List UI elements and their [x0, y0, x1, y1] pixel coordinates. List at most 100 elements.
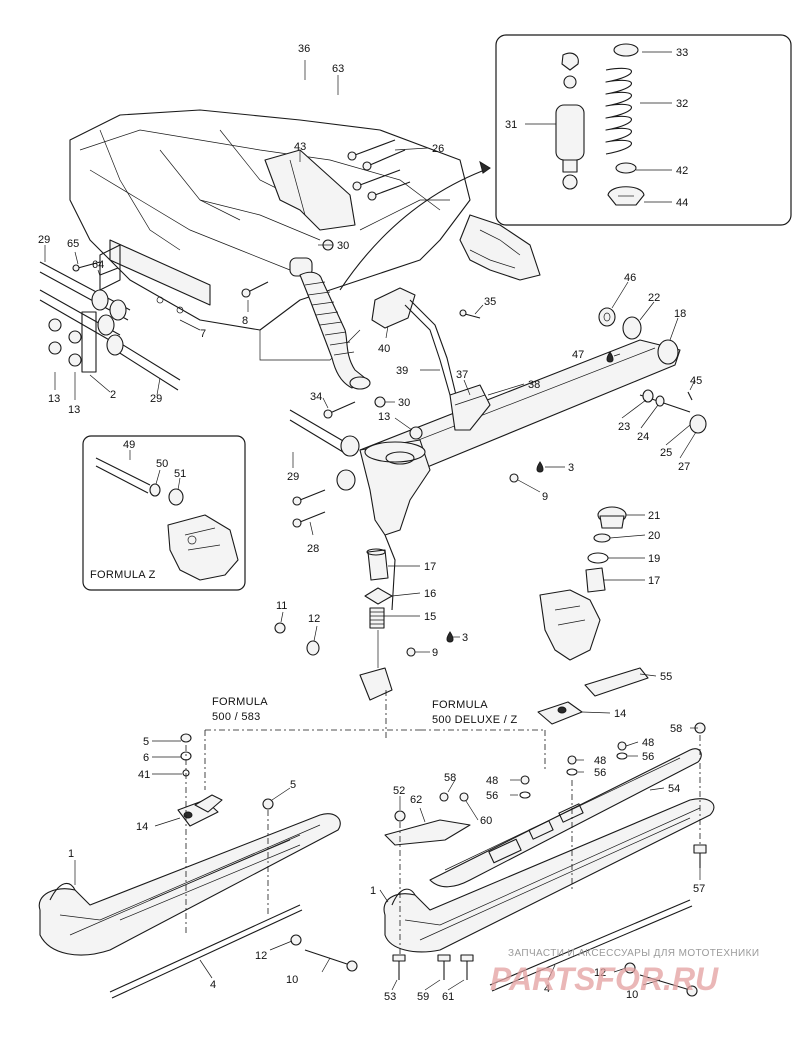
ski-left-bracket	[194, 794, 223, 813]
callout-33: 33	[676, 47, 688, 59]
plate-14-right	[537, 701, 583, 725]
nut-50	[149, 483, 161, 497]
callout-1-left: 1	[68, 848, 74, 860]
ski-right-hardware	[394, 722, 706, 955]
spring-32	[605, 43, 639, 155]
callout-57: 57	[693, 883, 705, 895]
steering-arm	[371, 287, 491, 431]
bracket-43	[264, 149, 356, 231]
bolt-35	[459, 309, 481, 319]
callout-4-left: 4	[210, 979, 216, 991]
callout-37: 37	[456, 369, 468, 381]
rod-49	[95, 457, 151, 494]
bolts-26	[347, 139, 411, 201]
inset-pointer-arrow	[479, 160, 491, 174]
shock-body-31	[555, 52, 585, 190]
callout-47: 47	[572, 349, 584, 361]
callout-17-center: 17	[424, 561, 436, 573]
callout-10-right: 10	[626, 989, 638, 1001]
callout-29-b: 29	[150, 393, 162, 405]
callout-1-right: 1	[370, 885, 376, 897]
callout-30-a: 30	[337, 240, 349, 252]
nut-13	[409, 426, 423, 440]
washer-20	[593, 533, 611, 543]
bolt-64	[99, 267, 119, 276]
callout-51: 51	[174, 468, 186, 480]
callout-58-right: 58	[670, 723, 682, 735]
callout-41: 41	[138, 769, 150, 781]
bushing-22	[622, 316, 642, 340]
watermark: ЗАПЧАСТИ И АКСЕССУАРЫ ДЛЯ МОТОТЕХНИКИ PA…	[490, 948, 759, 997]
ski-left-hardware	[180, 733, 274, 935]
callout-16: 16	[424, 588, 436, 600]
callout-38: 38	[528, 379, 540, 391]
callout-40: 40	[378, 343, 390, 355]
callout-20: 20	[648, 530, 660, 542]
callout-3-a: 3	[568, 462, 574, 474]
ski-left	[38, 813, 341, 956]
callout-54: 54	[668, 783, 680, 795]
callout-5-a: 5	[143, 736, 149, 748]
grease-47	[606, 351, 614, 363]
callout-46: 46	[624, 272, 636, 284]
cap-21	[597, 506, 627, 529]
callout-14-right: 14	[614, 708, 626, 720]
ski-leg-right	[539, 589, 601, 661]
callout-49: 49	[123, 439, 135, 451]
bolt-34	[323, 401, 356, 419]
callout-36: 36	[298, 43, 310, 55]
callout-62: 62	[410, 794, 422, 806]
callout-56-a: 56	[642, 751, 654, 763]
ring-19	[587, 552, 609, 564]
callout-5-b: 5	[290, 779, 296, 791]
callout-55: 55	[660, 671, 672, 683]
bushing-17-right	[585, 567, 606, 593]
ski-right	[383, 798, 715, 953]
washer-30a	[374, 396, 386, 408]
callout-28: 28	[307, 543, 319, 555]
inset-pointer-line	[339, 167, 491, 291]
label-formula-deluxe-line2: 500 DELUXE / Z	[432, 714, 518, 726]
callout-26: 26	[432, 143, 444, 155]
leader-lines	[44, 51, 701, 991]
callout-50: 50	[156, 458, 168, 470]
watermark-caption: ЗАПЧАСТИ И АКСЕССУАРЫ ДЛЯ МОТОТЕХНИКИ	[508, 948, 759, 959]
callout-65: 65	[67, 238, 79, 250]
washer-42	[615, 162, 637, 174]
callout-numbers: 36 63 33 32 31 42 44 43 26 29 65 64 30 8…	[38, 43, 705, 1003]
inset-shock-detail	[495, 34, 792, 226]
bolt-8	[241, 281, 269, 298]
callout-42: 42	[676, 165, 688, 177]
ski-right-bolt-57	[693, 844, 707, 868]
callout-48-c: 48	[486, 775, 498, 787]
bushing-51	[168, 488, 184, 506]
ski-right-top	[429, 748, 702, 888]
ski-right-runner-4	[489, 899, 693, 992]
spindle-foot	[359, 630, 393, 701]
callout-8: 8	[242, 315, 248, 327]
bolt-65	[72, 261, 101, 272]
callout-34: 34	[310, 391, 322, 403]
callout-31: 31	[505, 119, 517, 131]
callout-48-a: 48	[642, 737, 654, 749]
callout-39: 39	[396, 365, 408, 377]
callout-25: 25	[660, 447, 672, 459]
grease-3-lower	[406, 631, 454, 657]
steering-bracket	[459, 214, 541, 281]
plate-55	[584, 667, 649, 697]
callout-24: 24	[637, 431, 649, 443]
plate-16	[364, 587, 393, 605]
callout-48-b: 48	[594, 755, 606, 767]
inset-formula-z: FORMULA Z	[82, 435, 246, 591]
callout-12-a: 12	[308, 613, 320, 625]
ski-right-bolts-53-59-61	[392, 954, 474, 980]
ski-right-guard-62	[384, 819, 471, 846]
washer-46	[598, 307, 616, 327]
callout-18: 18	[674, 308, 686, 320]
label-formula-500-583-line2: 500 / 583	[212, 711, 261, 723]
callout-27: 27	[678, 461, 690, 473]
shock-absorber	[289, 257, 371, 390]
callout-44: 44	[676, 197, 688, 209]
callout-64: 64	[92, 259, 104, 271]
